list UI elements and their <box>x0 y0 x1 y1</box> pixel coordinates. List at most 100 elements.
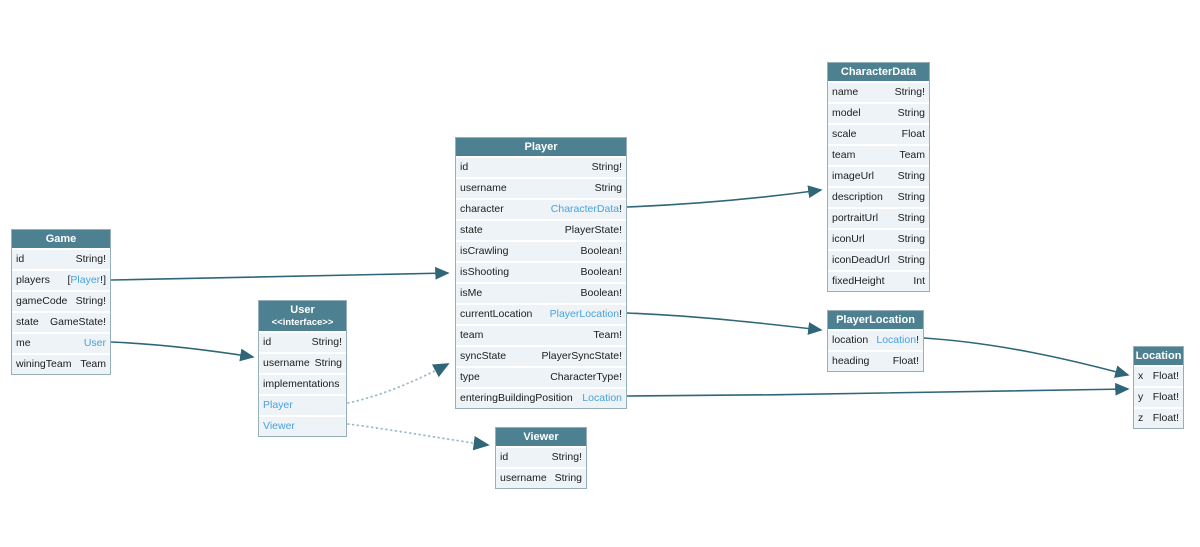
field-row-team[interactable]: team Team! <box>456 324 626 345</box>
type-link[interactable]: Location <box>582 392 622 404</box>
type-link[interactable]: Player <box>70 274 101 286</box>
field-name: team <box>460 329 484 341</box>
field-name: model <box>832 107 861 119</box>
interface-stereotype-label: <<interface>> <box>271 317 334 328</box>
field-row-players[interactable]: players[Player!] <box>12 269 110 290</box>
type-text: String <box>897 233 925 245</box>
field-row-Player[interactable]: Player <box>259 394 346 415</box>
field-type: String <box>898 230 925 249</box>
field-name: character <box>460 203 504 215</box>
type-text: Team <box>899 149 925 161</box>
type-node-characterdata-header[interactable]: CharacterData <box>828 63 929 81</box>
type-text: String <box>897 191 925 203</box>
type-text: String <box>314 357 342 369</box>
field-row-y[interactable]: y Float! <box>1134 386 1183 407</box>
type-link[interactable]: CharacterData <box>550 203 620 215</box>
field-type: Float! <box>1153 409 1179 428</box>
type-node-player-header[interactable]: Player <box>456 138 626 156</box>
field-name: portraitUrl <box>832 212 879 224</box>
type-text: ! <box>619 308 622 320</box>
field-name-link[interactable]: Player <box>263 399 293 411</box>
field-row-username[interactable]: username String <box>496 467 586 488</box>
field-name: imageUrl <box>832 170 875 182</box>
field-row-iconUrl[interactable]: iconUrl String <box>828 228 929 249</box>
type-text: String! <box>75 295 106 307</box>
field-row-Viewer[interactable]: Viewer <box>259 415 346 436</box>
type-node-location-header[interactable]: Location <box>1134 347 1183 365</box>
type-text: GameState! <box>49 316 106 328</box>
field-row-state[interactable]: state GameState! <box>12 311 110 332</box>
type-node-viewer-header[interactable]: Viewer <box>496 428 586 446</box>
edge-player-currentlocation-to-playerlocation <box>626 312 823 335</box>
field-name: scale <box>832 128 857 140</box>
type-link[interactable]: User <box>83 337 106 349</box>
type-text: Float! <box>1152 391 1179 403</box>
type-text: String <box>897 170 925 182</box>
field-type: [Player!] <box>67 271 106 290</box>
field-type: Team! <box>593 326 622 345</box>
field-name: state <box>16 316 39 328</box>
type-link[interactable]: PlayerLocation <box>549 308 620 320</box>
type-node-playerlocation-header[interactable]: PlayerLocation <box>828 311 923 329</box>
type-node-user-header[interactable]: User <<interface>> <box>259 301 346 331</box>
field-row-enteringBuildingPosition[interactable]: enteringBuildingPosition Location <box>456 387 626 408</box>
field-type: String! <box>552 448 582 467</box>
field-name: syncState <box>460 350 507 362</box>
field-type: Boolean! <box>581 242 622 261</box>
field-name-link[interactable]: Viewer <box>263 420 295 432</box>
type-node-game-header[interactable]: Game <box>12 230 110 248</box>
field-name: username <box>500 472 547 484</box>
field-type: String! <box>592 158 622 177</box>
type-text: Float! <box>1152 370 1179 382</box>
type-link[interactable]: Location <box>876 334 917 346</box>
type-text: PlayerState! <box>564 224 622 236</box>
field-name: iconUrl <box>832 233 865 245</box>
type-text: ! <box>619 203 622 215</box>
field-row-character[interactable]: character CharacterData! <box>456 198 626 219</box>
field-type: Float! <box>1153 388 1179 407</box>
type-text: String <box>554 472 582 484</box>
field-row-implementations[interactable]: implementations <box>259 373 346 394</box>
field-row-imageUrl[interactable]: imageUrl String <box>828 165 929 186</box>
field-name: enteringBuildingPosition <box>460 392 573 404</box>
field-type: String <box>595 179 622 198</box>
type-text: Boolean! <box>580 245 622 257</box>
field-name: y <box>1138 391 1144 403</box>
